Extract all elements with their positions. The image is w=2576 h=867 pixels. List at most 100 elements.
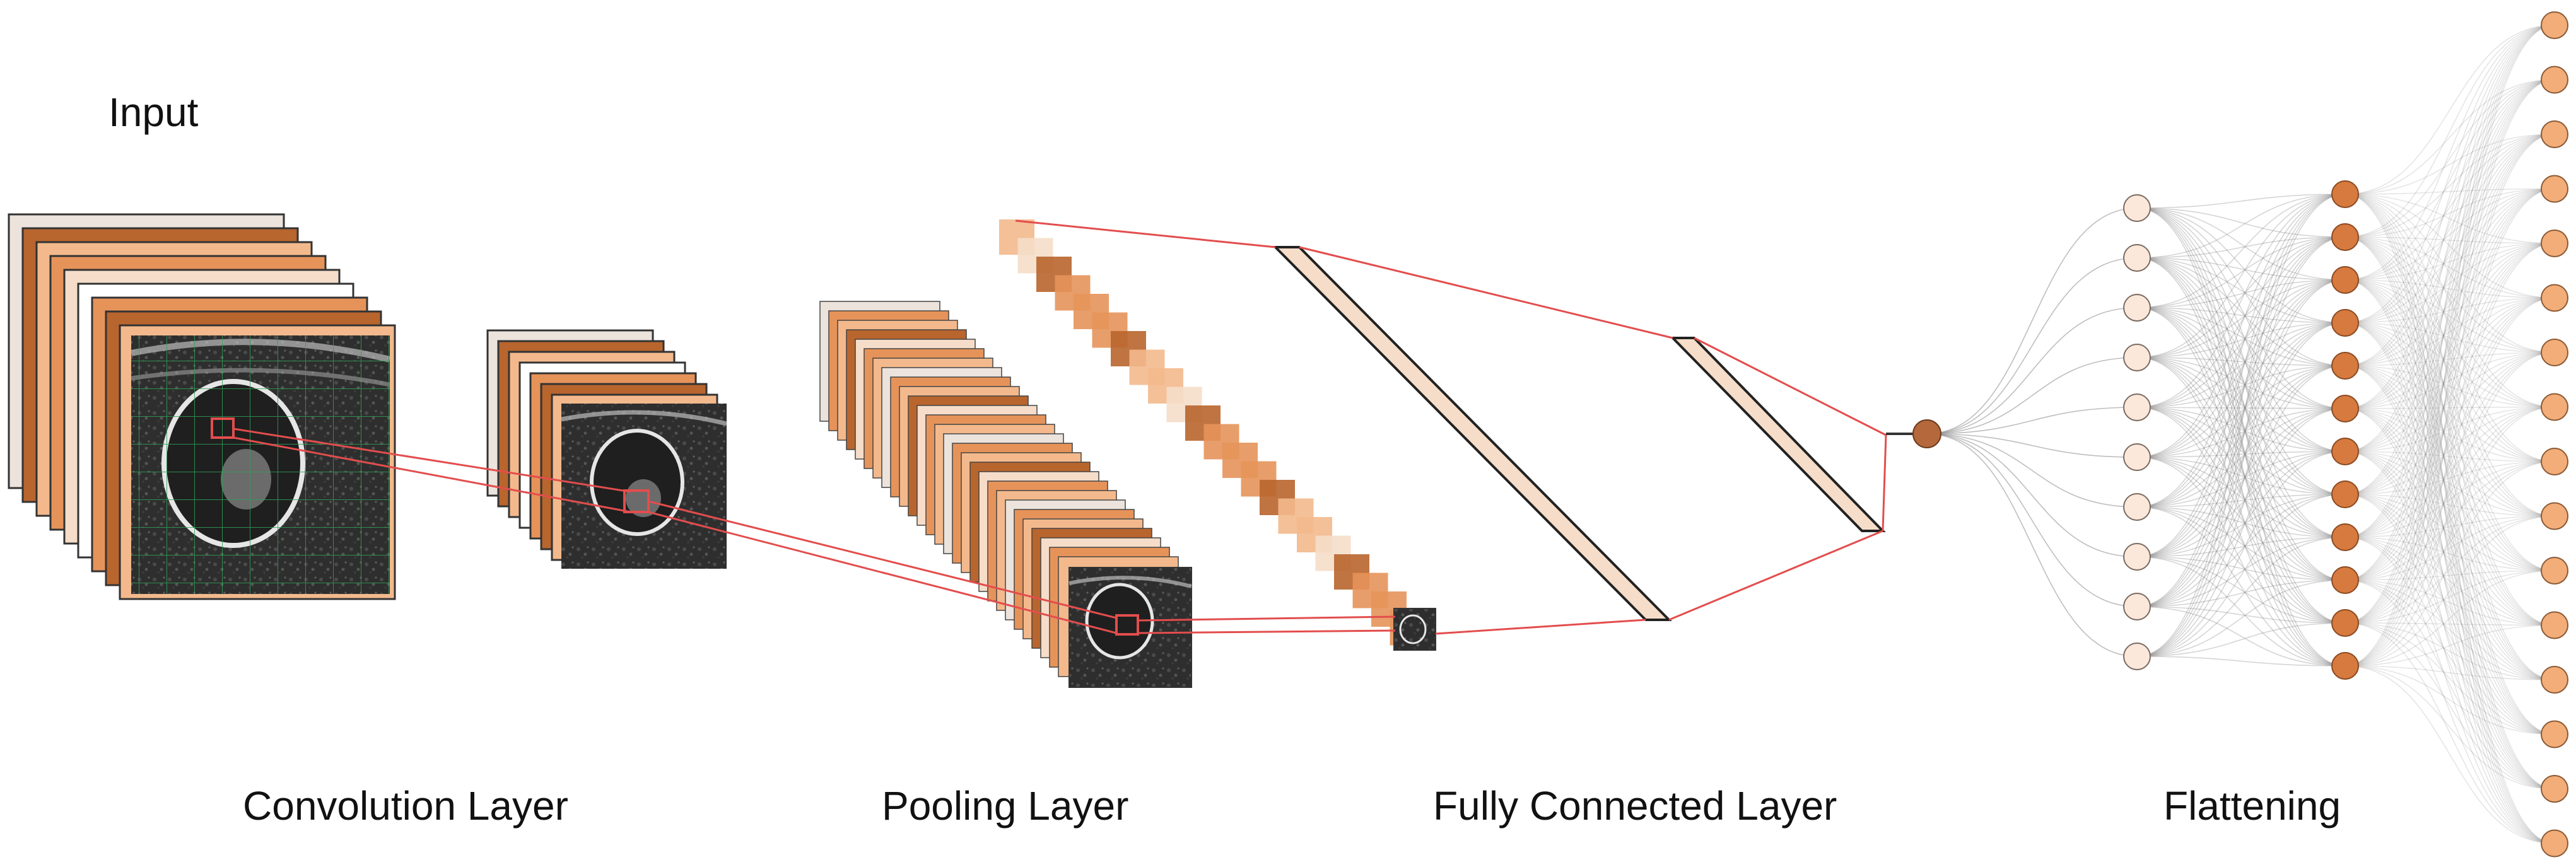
network-edge bbox=[2345, 188, 2555, 323]
network-edge bbox=[2345, 79, 2555, 281]
network-edge bbox=[2345, 408, 2555, 462]
network-edge bbox=[2345, 236, 2555, 789]
convolution-feature-stack bbox=[486, 329, 727, 569]
network-edge bbox=[2345, 188, 2555, 495]
network-edge bbox=[2345, 622, 2555, 626]
network-edge bbox=[2136, 357, 2346, 495]
network-edge bbox=[2345, 461, 2555, 624]
input-node bbox=[2123, 643, 2151, 670]
network-edge bbox=[2136, 307, 2346, 624]
connection-line bbox=[1668, 530, 1883, 621]
network-edge bbox=[2345, 279, 2555, 844]
network-edge bbox=[2136, 656, 2346, 666]
network-edge bbox=[2345, 25, 2555, 624]
network-edge bbox=[1926, 433, 2138, 607]
network-edge bbox=[2136, 457, 2346, 666]
network-edge bbox=[2345, 194, 2555, 571]
network-edge bbox=[2136, 407, 2346, 581]
network-edge bbox=[2345, 494, 2555, 789]
network-edge bbox=[2136, 622, 2346, 657]
network-edge bbox=[2136, 236, 2346, 458]
network-edge bbox=[2136, 408, 2346, 607]
network-edge bbox=[2345, 352, 2555, 538]
network-edge bbox=[1926, 357, 2138, 434]
network-edge bbox=[2345, 79, 2555, 495]
network-edge bbox=[2136, 194, 2346, 259]
hidden-node bbox=[2331, 480, 2359, 508]
network-edge bbox=[2136, 307, 2346, 581]
network-edge bbox=[2345, 134, 2555, 366]
network-edge bbox=[2136, 365, 2346, 458]
network-edge bbox=[2136, 357, 2346, 538]
network-edge bbox=[2345, 25, 2555, 195]
hidden-node bbox=[2331, 566, 2359, 594]
network-edge bbox=[2136, 279, 2346, 557]
hidden-node bbox=[2331, 180, 2359, 208]
network-edge bbox=[2136, 307, 2346, 666]
network-edge bbox=[2136, 236, 2346, 308]
flatten-node bbox=[2541, 284, 2568, 312]
network-edge bbox=[2345, 243, 2555, 538]
network-edge bbox=[2136, 322, 2346, 458]
network-edge bbox=[2345, 79, 2555, 323]
network-edge bbox=[1926, 307, 2138, 434]
network-edge bbox=[2136, 207, 2346, 581]
connection-line bbox=[648, 500, 1117, 619]
hidden-node bbox=[2331, 523, 2359, 551]
network-edge bbox=[2136, 365, 2346, 557]
network-edge bbox=[2345, 322, 2555, 735]
network-edge bbox=[2345, 352, 2555, 409]
flatten-node bbox=[2541, 175, 2568, 203]
network-edge bbox=[2136, 494, 2346, 557]
network-edge bbox=[2345, 494, 2555, 517]
network-edge bbox=[2136, 307, 2346, 366]
network-edge bbox=[1926, 257, 2138, 434]
network-edge bbox=[2345, 194, 2555, 735]
network-edge bbox=[2136, 279, 2346, 308]
network-edge bbox=[2345, 25, 2555, 666]
network-edge bbox=[2345, 365, 2555, 735]
network-edge bbox=[2136, 357, 2346, 666]
network-edge bbox=[2136, 322, 2346, 358]
network-edge bbox=[2345, 406, 2555, 452]
network-edge bbox=[2136, 457, 2346, 581]
flatten-node bbox=[2541, 339, 2568, 366]
network-edge bbox=[2345, 365, 2555, 626]
network-edge bbox=[2345, 297, 2555, 452]
network-edge bbox=[2345, 79, 2555, 624]
input-node bbox=[2123, 443, 2151, 471]
flatten-node bbox=[2541, 393, 2568, 421]
network-edge bbox=[2345, 408, 2555, 735]
flatten-node bbox=[2541, 775, 2568, 803]
network-edge bbox=[2136, 236, 2346, 358]
network-edge bbox=[2136, 407, 2346, 495]
network-edge bbox=[2136, 194, 2346, 458]
network-edge bbox=[2345, 494, 2555, 844]
network-edge bbox=[2345, 279, 2555, 571]
network-edge bbox=[2136, 457, 2346, 538]
network-edge bbox=[2345, 279, 2555, 299]
network-edge bbox=[2345, 515, 2555, 624]
network-edge bbox=[2136, 556, 2346, 666]
network-edge bbox=[2345, 194, 2555, 244]
network-edge bbox=[2345, 297, 2555, 624]
network-edge bbox=[2345, 461, 2555, 581]
network-edge bbox=[2345, 408, 2555, 571]
network-edge bbox=[2345, 236, 2555, 353]
network-edge bbox=[2345, 406, 2555, 666]
network-edge bbox=[2345, 79, 2555, 366]
network-edge bbox=[2345, 451, 2555, 626]
input-node bbox=[2123, 194, 2151, 222]
network-edge bbox=[2345, 579, 2555, 789]
network-edge bbox=[2345, 406, 2555, 409]
network-edge bbox=[2345, 406, 2555, 538]
network-edge bbox=[2345, 25, 2555, 366]
network-edge bbox=[2345, 624, 2555, 666]
network-edge bbox=[2345, 188, 2555, 281]
network-edge bbox=[2345, 570, 2555, 666]
flatten-node bbox=[2541, 502, 2568, 530]
network-edge bbox=[2136, 257, 2346, 624]
network-edge bbox=[2136, 194, 2346, 408]
network-edge bbox=[2345, 515, 2555, 538]
network-edge bbox=[2345, 297, 2555, 409]
